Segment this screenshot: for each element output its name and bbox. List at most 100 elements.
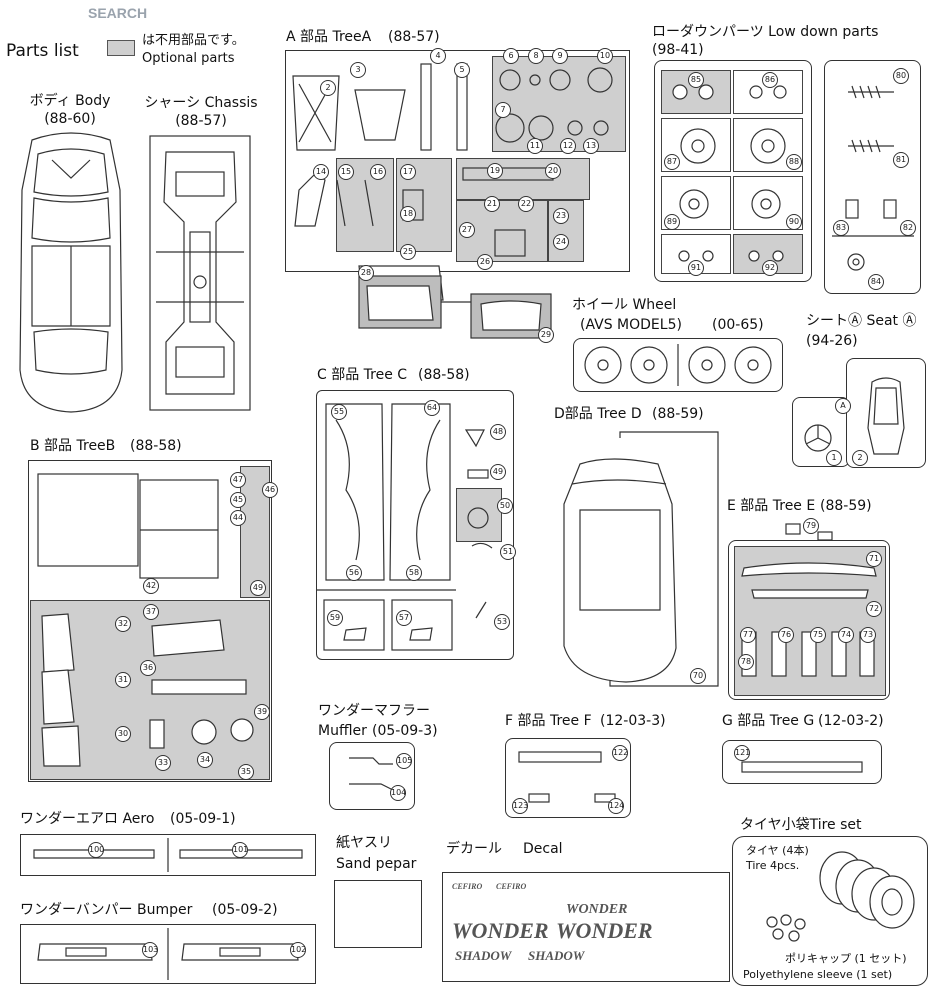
treeB-code: (88-58) xyxy=(130,438,182,454)
decal-shadow-2: SHADOW xyxy=(528,948,585,963)
part-seat-a: A xyxy=(835,398,851,414)
part-124: 124 xyxy=(608,798,624,814)
body-drawing xyxy=(19,132,123,413)
part-78: 78 xyxy=(738,654,754,670)
part-35: 35 xyxy=(238,764,254,780)
part-102: 102 xyxy=(290,942,306,958)
sandpaper-label-en: Sand pepar xyxy=(336,856,417,872)
treeA-grey-4 xyxy=(456,158,590,200)
sleeve-label-jp: ポリキャップ (1 セット) xyxy=(785,952,907,965)
decal-cefiro-2: CEFIRO xyxy=(496,882,527,891)
bumper-label: ワンダーバンパー Bumper xyxy=(20,902,193,918)
part-70: 70 xyxy=(690,668,706,684)
part-5: 5 xyxy=(454,62,470,78)
part-123: 123 xyxy=(512,798,528,814)
treeC-label: C 部品 Tree C xyxy=(317,367,408,383)
body-code: (88-60) xyxy=(44,111,96,127)
part-4: 4 xyxy=(430,48,446,64)
treeE-label: E 部品 Tree E xyxy=(727,498,816,514)
treeF-code: (12-03-3) xyxy=(600,713,666,729)
treeD-code: (88-59) xyxy=(652,406,704,422)
legend-text-en: Optional parts xyxy=(142,51,235,66)
part-12: 12 xyxy=(560,138,576,154)
sandpaper-sheet xyxy=(334,880,422,948)
part-20: 20 xyxy=(545,163,561,179)
part-39: 39 xyxy=(254,704,270,720)
part-6: 6 xyxy=(503,48,519,64)
part-13: 13 xyxy=(583,138,599,154)
treeB-runner xyxy=(28,460,272,782)
part-27: 27 xyxy=(459,222,475,238)
part-122: 122 xyxy=(612,745,628,761)
part-90: 90 xyxy=(786,214,802,230)
lowdown-code: (98-41) xyxy=(652,42,704,58)
decal-wonder-2: WONDER xyxy=(452,918,549,943)
part-15: 15 xyxy=(338,164,354,180)
part-74: 74 xyxy=(838,627,854,643)
decal-wonder-3: WONDER xyxy=(556,918,653,943)
part-28: 28 xyxy=(358,265,374,281)
part-105: 105 xyxy=(396,753,412,769)
parts-list-title: Parts list xyxy=(6,41,79,61)
sandpaper-label-jp: 紙ヤスリ xyxy=(336,835,392,851)
treeC-grey xyxy=(456,488,502,542)
part-88: 88 xyxy=(786,154,802,170)
part-17: 17 xyxy=(400,164,416,180)
part-83: 83 xyxy=(833,220,849,236)
part-23: 23 xyxy=(553,208,569,224)
part-92: 92 xyxy=(762,260,778,276)
part-86: 86 xyxy=(762,72,778,88)
watermark-text: SEARCH xyxy=(88,5,148,21)
lowdown-springs xyxy=(832,85,914,271)
wheel-drawings xyxy=(584,344,772,386)
part-46: 46 xyxy=(262,482,278,498)
part-121: 121 xyxy=(734,745,750,761)
treeA-grey-1 xyxy=(492,56,626,152)
part-18: 18 xyxy=(400,206,416,222)
part-19: 19 xyxy=(487,163,503,179)
wheel-sub: (AVS MODEL5) xyxy=(580,317,682,333)
tireset-label: タイヤ小袋Tire set xyxy=(740,817,862,833)
part-2: 2 xyxy=(320,80,336,96)
aero-parts xyxy=(33,838,303,872)
part-71: 71 xyxy=(866,551,882,567)
part-73: 73 xyxy=(860,627,876,643)
part-37: 37 xyxy=(143,604,159,620)
part-75: 75 xyxy=(810,627,826,643)
sleeve-label-en: Polyethylene sleeve (1 set) xyxy=(743,968,893,981)
part-21: 21 xyxy=(484,196,500,212)
chassis-label: シャーシ Chassis xyxy=(144,95,258,111)
treeG-parts xyxy=(741,761,863,773)
decal-cefiro-1: CEFIRO xyxy=(452,882,483,891)
muffler-label-jp: ワンダーマフラー xyxy=(318,703,430,719)
part-22: 22 xyxy=(518,196,534,212)
bumper-code: (05-09-2) xyxy=(212,902,278,918)
muffler-code: (05-09-3) xyxy=(372,723,438,739)
part-101: 101 xyxy=(232,842,248,858)
part-1: 1 xyxy=(826,450,842,466)
tire-label-jp: タイヤ (4本) xyxy=(746,844,809,857)
part-85: 85 xyxy=(688,72,704,88)
part-3: 3 xyxy=(350,62,366,78)
part-48: 48 xyxy=(490,424,506,440)
bumper-panel xyxy=(20,924,316,984)
part-58: 58 xyxy=(406,565,422,581)
legend-text-jp: は不用部品です。 xyxy=(142,33,245,48)
part-76: 76 xyxy=(778,627,794,643)
part-81: 81 xyxy=(893,152,909,168)
part-26: 26 xyxy=(477,254,493,270)
body-label: ボディ Body xyxy=(29,93,111,109)
part-49-c: 49 xyxy=(490,464,506,480)
chassis-drawing xyxy=(149,135,251,411)
part-49: 49 xyxy=(250,580,266,596)
part-33: 33 xyxy=(155,755,171,771)
part-103: 103 xyxy=(142,942,158,958)
treeC-code: (88-58) xyxy=(418,367,470,383)
aero-panel xyxy=(20,834,316,876)
treeG-label: G 部品 Tree G xyxy=(722,713,815,729)
bumper-parts xyxy=(37,928,299,980)
part-45: 45 xyxy=(230,492,246,508)
part-64: 64 xyxy=(424,400,440,416)
part-36: 36 xyxy=(140,660,156,676)
seat-drawings xyxy=(804,377,905,455)
